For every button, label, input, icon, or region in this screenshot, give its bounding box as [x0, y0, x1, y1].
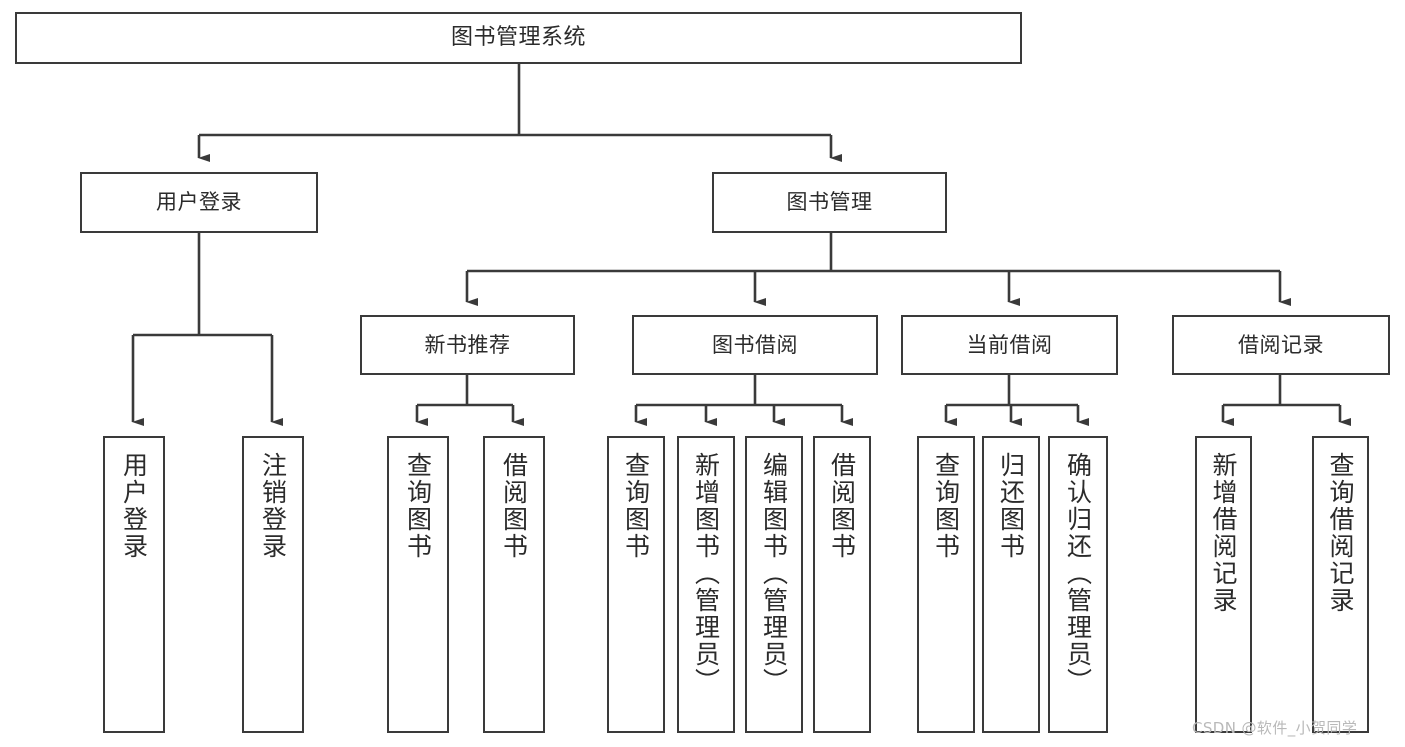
node-label: 当前借阅 [966, 332, 1053, 357]
node-label: 查询图书 [931, 452, 961, 560]
node-label: 查询借阅记录 [1326, 452, 1355, 614]
node-label: 查询图书 [403, 452, 433, 560]
leaf-borrow-book-new[interactable]: 借阅图书 [483, 436, 545, 733]
leaf-return-book[interactable]: 归还图书 [982, 436, 1040, 733]
node-book-borrowing[interactable]: 图书借阅 [632, 315, 878, 375]
leaf-borrow-book[interactable]: 借阅图书 [813, 436, 871, 733]
node-label: 新增图书（管理员） [691, 452, 721, 695]
node-book-management[interactable]: 图书管理 [712, 172, 947, 233]
leaf-edit-book-admin[interactable]: 编辑图书（管理员） [745, 436, 803, 733]
node-current-borrowing[interactable]: 当前借阅 [901, 315, 1118, 375]
node-label: 图书管理系统 [450, 25, 586, 51]
leaf-query-book-borrow[interactable]: 查询图书 [607, 436, 665, 733]
leaf-logout[interactable]: 注销登录 [242, 436, 304, 733]
leaf-query-book-new[interactable]: 查询图书 [387, 436, 449, 733]
node-label: 新书推荐 [424, 332, 511, 357]
node-label: 确认归还（管理员） [1063, 452, 1093, 695]
csdn-watermark: CSDN @软件_小贺同学 [1192, 719, 1358, 737]
node-user-login[interactable]: 用户登录 [80, 172, 318, 233]
node-label: 新增借阅记录 [1209, 452, 1238, 614]
node-borrowing-records[interactable]: 借阅记录 [1172, 315, 1390, 375]
leaf-add-borrow-record[interactable]: 新增借阅记录 [1195, 436, 1252, 733]
node-label: 归还图书 [996, 452, 1026, 560]
node-label: 借阅图书 [827, 452, 857, 560]
node-label: 查询图书 [621, 452, 651, 560]
node-root-book-management-system[interactable]: 图书管理系统 [15, 12, 1022, 64]
node-new-book-recommendation[interactable]: 新书推荐 [360, 315, 575, 375]
node-label: 图书借阅 [712, 332, 798, 357]
node-label: 注销登录 [258, 452, 288, 560]
leaf-user-login[interactable]: 用户登录 [103, 436, 165, 733]
node-label: 用户登录 [156, 190, 242, 215]
node-label: 图书管理 [786, 190, 873, 215]
leaf-confirm-return-admin[interactable]: 确认归还（管理员） [1048, 436, 1108, 733]
node-label: 借阅图书 [499, 452, 529, 560]
node-label: 编辑图书（管理员） [759, 452, 789, 695]
node-label: 用户登录 [119, 452, 149, 560]
leaf-add-book-admin[interactable]: 新增图书（管理员） [677, 436, 735, 733]
leaf-query-book-current[interactable]: 查询图书 [917, 436, 975, 733]
node-label: 借阅记录 [1238, 332, 1324, 357]
leaf-query-borrow-record[interactable]: 查询借阅记录 [1312, 436, 1369, 733]
